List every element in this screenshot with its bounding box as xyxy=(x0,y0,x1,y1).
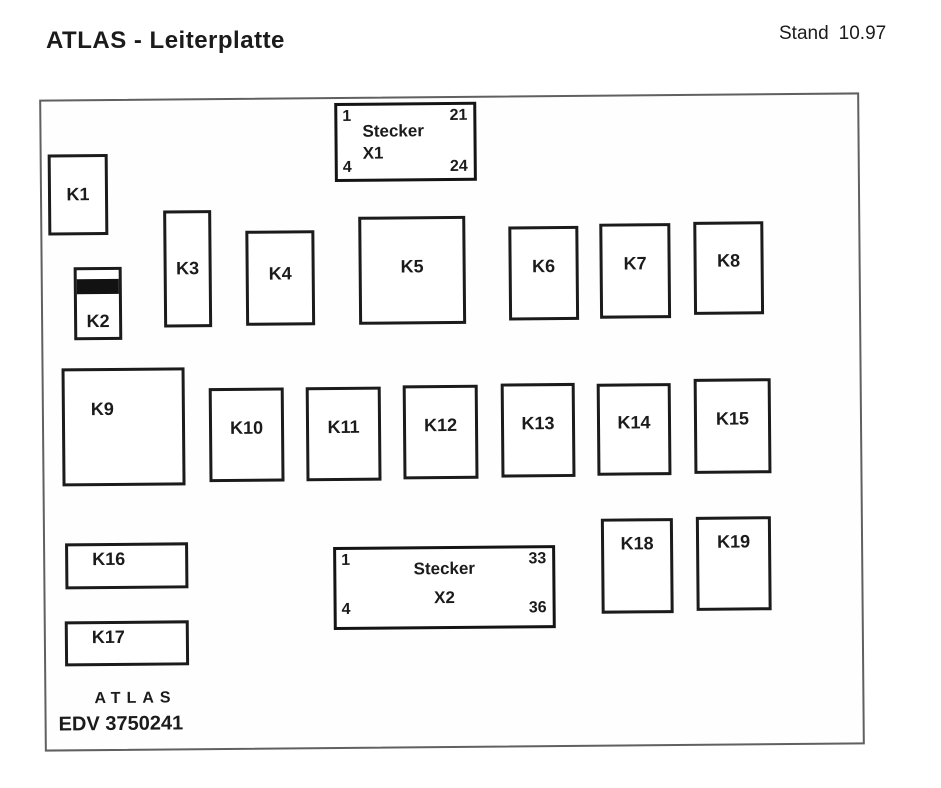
component-label: K9 xyxy=(90,398,114,420)
component-k12: K12 xyxy=(402,384,479,480)
component-label: K13 xyxy=(521,412,555,433)
pin-number: 1 xyxy=(342,107,352,125)
connector-x2: 1 33 4 36 Stecker X2 xyxy=(333,545,556,631)
pin-number: 4 xyxy=(342,158,352,176)
component-k17: K17 xyxy=(64,620,190,667)
component-label: K17 xyxy=(91,626,125,648)
component-label: K11 xyxy=(327,416,360,437)
component-label: K10 xyxy=(229,417,264,438)
component-label: K8 xyxy=(716,250,741,271)
component-label: K19 xyxy=(716,531,751,552)
component-label: K14 xyxy=(617,411,651,433)
component-k15: K15 xyxy=(693,378,772,474)
component-k2: K2 xyxy=(73,266,123,341)
component-k18: K18 xyxy=(600,518,674,614)
component-k5: K5 xyxy=(358,215,467,325)
component-label: K4 xyxy=(268,263,292,284)
connector-name: Stecker xyxy=(413,558,476,579)
component-k6: K6 xyxy=(508,225,580,321)
component-label: K2 xyxy=(86,310,110,332)
connector-x1-label: Stecker X1 xyxy=(362,120,424,165)
component-label: K3 xyxy=(176,258,200,279)
board-brand-text: ATLAS xyxy=(94,689,177,708)
revision-stamp: Stand 10.97 xyxy=(779,23,886,45)
component-label: K1 xyxy=(66,184,90,205)
connector-designator: X2 xyxy=(434,587,456,608)
page-title: ATLAS - Leiterplatte xyxy=(46,27,285,54)
component-k1: K1 xyxy=(47,153,109,236)
component-label: K12 xyxy=(423,414,458,435)
connector-designator: X1 xyxy=(362,143,384,163)
component-label: K6 xyxy=(532,255,556,276)
revision-value: 10.97 xyxy=(838,23,887,44)
component-k7: K7 xyxy=(599,223,672,319)
component-label: K18 xyxy=(620,533,654,554)
revision-label: Stand xyxy=(779,23,829,44)
component-k4: K4 xyxy=(245,230,316,326)
component-label: K16 xyxy=(92,548,126,570)
component-k8: K8 xyxy=(693,221,765,315)
component-k3: K3 xyxy=(163,210,213,328)
pin-number: 24 xyxy=(449,157,468,176)
connector-x1: 1 21 4 24 Stecker X1 xyxy=(334,101,477,183)
component-k19: K19 xyxy=(695,516,772,611)
pin-number: 21 xyxy=(449,106,468,125)
component-label: K7 xyxy=(623,253,647,274)
circuit-board-outline: 1 21 4 24 Stecker X1 K1 K2 K3 K4 K5 K6 K… xyxy=(39,92,865,752)
board-part-number: EDV 3750241 xyxy=(58,712,184,736)
component-label: K5 xyxy=(400,255,424,276)
connector-x2-label: Stecker X2 xyxy=(336,553,552,613)
component-label: K15 xyxy=(715,408,750,429)
component-k13: K13 xyxy=(500,382,576,478)
component-k11: K11 xyxy=(305,386,382,482)
component-k10: K10 xyxy=(208,387,285,483)
k2-black-band xyxy=(76,278,119,295)
connector-name: Stecker xyxy=(362,121,424,141)
component-k14: K14 xyxy=(596,383,672,476)
component-k9: K9 xyxy=(61,367,186,487)
component-k16: K16 xyxy=(65,542,189,590)
